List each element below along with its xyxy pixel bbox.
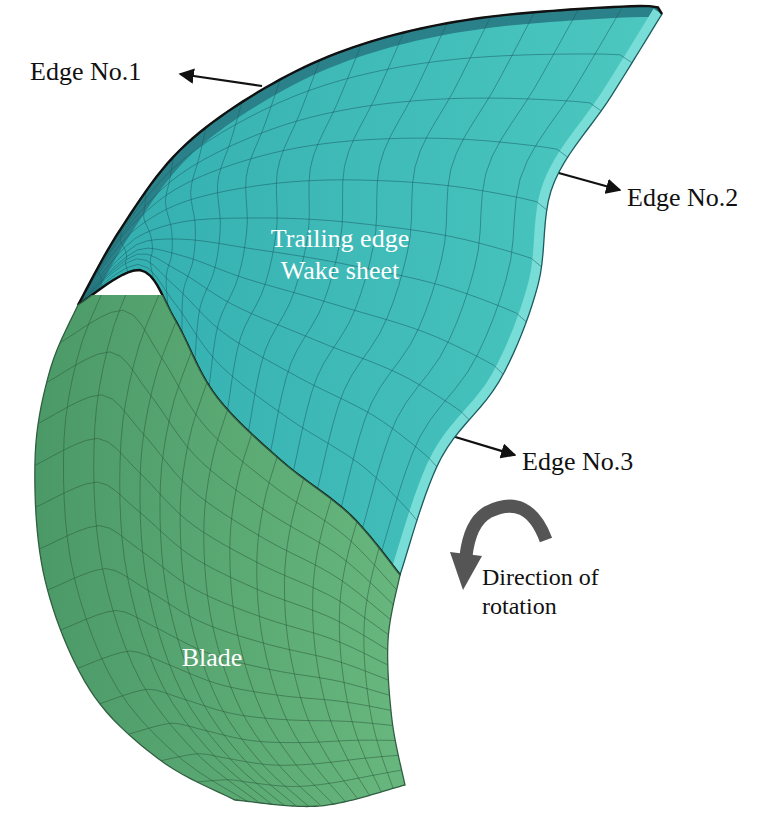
edge-band bbox=[400, 14, 662, 575]
edge-label: Edge No.1 bbox=[30, 56, 141, 87]
mesh-line bbox=[61, 610, 390, 695]
mesh-line bbox=[78, 138, 568, 305]
mesh-line bbox=[94, 295, 260, 803]
mesh-line bbox=[100, 689, 393, 725]
leader-arrow bbox=[180, 74, 262, 86]
mesh-line bbox=[36, 482, 388, 650]
mesh-line bbox=[195, 102, 242, 360]
mesh-line bbox=[78, 54, 632, 305]
blade-surface bbox=[35, 295, 405, 806]
edge-label: Edge No.3 bbox=[522, 446, 633, 477]
region-label: Blade bbox=[147, 642, 277, 675]
blade-mesh bbox=[35, 295, 402, 806]
rotation-label: Direction of rotation bbox=[482, 563, 632, 621]
mesh-line bbox=[63, 295, 247, 801]
mesh-line bbox=[284, 479, 357, 799]
mesh-line bbox=[47, 352, 394, 605]
leader-arrow bbox=[452, 436, 515, 455]
mesh-line bbox=[38, 395, 390, 620]
mesh-line bbox=[161, 754, 398, 766]
rotation-head bbox=[450, 552, 482, 590]
mesh-line bbox=[35, 438, 389, 634]
mesh-line bbox=[204, 410, 321, 806]
mesh-line bbox=[182, 127, 206, 333]
mesh-line bbox=[160, 352, 296, 806]
mesh-line bbox=[78, 180, 547, 305]
region-label: Trailing edge Wake sheet bbox=[250, 223, 430, 288]
mesh-line bbox=[140, 322, 284, 806]
edge-label: Edge No.2 bbox=[627, 182, 738, 213]
mesh-line bbox=[78, 98, 601, 305]
blade: Blade bbox=[20, 295, 420, 813]
rotation-arc bbox=[466, 506, 546, 556]
mesh-line bbox=[128, 723, 395, 742]
edge-line bbox=[78, 6, 662, 305]
blade-outline bbox=[35, 295, 405, 806]
mesh-line bbox=[48, 569, 389, 681]
edge-band bbox=[78, 6, 662, 305]
mesh-line bbox=[197, 770, 402, 786]
blade-shape bbox=[20, 295, 420, 813]
mesh-line bbox=[78, 218, 542, 305]
mesh-line bbox=[317, 17, 490, 489]
mesh-line bbox=[364, 548, 393, 788]
